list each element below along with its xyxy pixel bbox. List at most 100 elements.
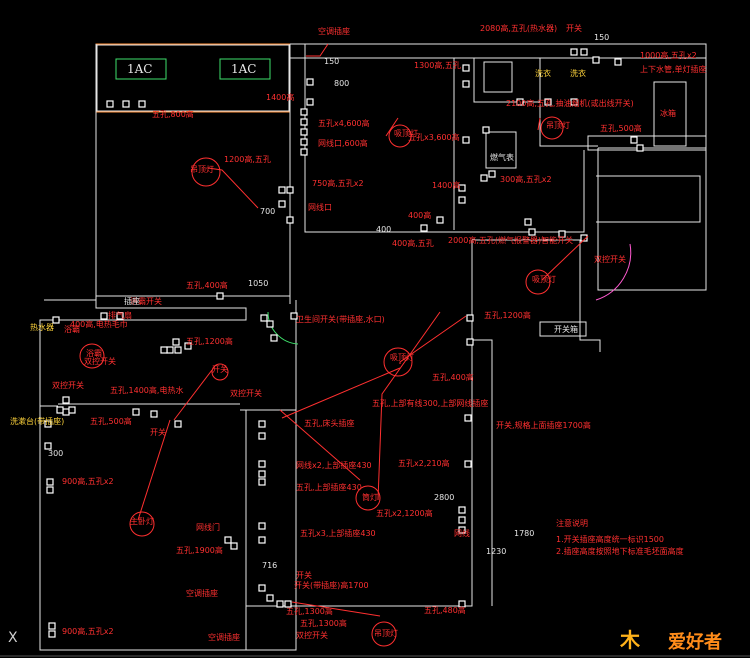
label-bed-10: 五孔,1300高	[286, 606, 333, 616]
watermark-logo-char: 木	[619, 628, 641, 652]
label-room-150b: 150	[594, 33, 609, 42]
label-wash-right: 洗衣	[570, 68, 586, 78]
socket-marker	[258, 478, 266, 486]
label-kitchen-fridge: 冰箱	[660, 108, 676, 118]
socket-marker	[62, 408, 70, 416]
socket-marker	[230, 542, 238, 550]
label-bed-11: 五孔,1300高	[300, 618, 347, 628]
label-red-light-4: 吸顶灯	[532, 274, 556, 284]
socket-marker	[278, 200, 286, 208]
label-kitchen-500: 五孔,500高	[600, 123, 642, 133]
label-storage-3600: 五孔x3,600高	[408, 132, 460, 142]
socket-marker	[258, 470, 266, 478]
socket-marker	[258, 584, 266, 592]
socket-marker	[224, 536, 232, 544]
socket-markers	[44, 48, 644, 638]
socket-marker	[458, 506, 466, 514]
socket-marker	[48, 630, 56, 638]
socket-marker	[306, 98, 314, 106]
socket-marker	[300, 118, 308, 126]
light-marker	[371, 621, 397, 647]
socket-marker	[458, 196, 466, 204]
light-markers	[79, 116, 564, 647]
label-bed-7: 五孔x3,上部插座430	[300, 528, 376, 538]
label-right-1700: 开关,规格上面插座1700高	[496, 420, 591, 430]
axis-x-label: X	[8, 630, 18, 646]
label-bath-11: 五孔,500高	[90, 416, 132, 426]
label-bath-10: 五孔,1400高,电热水	[110, 385, 183, 395]
label-storage-400b: 400	[376, 225, 391, 234]
label-right-1200: 五孔,1200高	[484, 310, 531, 320]
light-marker	[191, 157, 221, 187]
socket-marker	[132, 408, 140, 416]
label-bath-7: 400高,电热毛巾	[70, 319, 128, 329]
socket-marker	[122, 100, 130, 108]
label-red-light-2: 吸顶灯	[394, 128, 418, 138]
socket-marker	[462, 136, 470, 144]
label-ent-2: 插座	[124, 296, 140, 306]
light-marker	[211, 363, 229, 381]
label-top-outlet: 空调插座	[318, 26, 350, 36]
label-bed-12: 双控开关	[296, 630, 328, 640]
socket-marker	[458, 516, 466, 524]
label-bath-16: 开关	[150, 427, 166, 437]
socket-marker	[466, 314, 474, 322]
label-top-right-1b: 开关	[566, 23, 582, 33]
label-storage-300: 300高,五孔x2	[500, 174, 552, 184]
label-top-right-1: 2080高,五孔(热水器)	[480, 23, 557, 33]
socket-marker	[306, 78, 314, 86]
label-right-2800: 2800	[434, 493, 454, 502]
label-bath-13: 双控开关	[52, 380, 84, 390]
socket-marker	[174, 420, 182, 428]
label-right-sw: 开关箱	[554, 324, 578, 334]
ac-unit-1-label: 1AC	[127, 62, 152, 76]
socket-marker	[106, 100, 114, 108]
label-wash-left: 洗衣	[535, 68, 551, 78]
socket-marker	[458, 184, 466, 192]
socket-marker	[636, 144, 644, 152]
label-gas-meter: 燃气表	[490, 152, 514, 162]
light-marker	[383, 347, 413, 377]
floorplan-walls	[39, 43, 707, 651]
socket-marker	[482, 126, 490, 134]
label-right-400: 五孔,400高	[432, 372, 474, 382]
label-storage-400: 400高	[408, 210, 431, 220]
socket-marker	[276, 600, 284, 608]
label-room-network: 网线口,600高	[318, 138, 368, 148]
label-red-light-10: 吊顶灯	[374, 628, 398, 638]
ac-units: 1AC 1AC	[115, 58, 271, 80]
socket-marker	[150, 410, 158, 418]
label-left-800: 五孔,800高	[152, 109, 194, 119]
socket-marker	[56, 406, 64, 414]
socket-marker	[270, 334, 278, 342]
label-room-400: 五孔,400高	[186, 280, 228, 290]
label-bed-15: 开关	[296, 570, 312, 580]
label-room-networkb: 网线口	[308, 202, 332, 212]
label-red-light-6: 筒灯	[362, 492, 378, 502]
label-bed-3: 网线x2,上部插座430	[296, 460, 372, 470]
socket-marker	[258, 460, 266, 468]
socket-marker	[300, 148, 308, 156]
light-marker	[355, 485, 381, 511]
socket-marker	[116, 312, 124, 320]
label-left-1400: 1400高	[266, 92, 294, 102]
label-storage-2000: 2000高,五孔(燃气报警器)智能开关	[448, 235, 573, 245]
socket-marker	[458, 526, 466, 534]
socket-marker	[258, 432, 266, 440]
watermark: 木 爱好者	[619, 628, 722, 653]
leader-lines	[137, 43, 589, 617]
label-kitchen-1300: 1300高,五孔	[414, 60, 461, 70]
socket-marker	[464, 414, 472, 422]
socket-marker	[480, 174, 488, 182]
socket-marker	[44, 420, 52, 428]
socket-marker	[570, 98, 578, 106]
socket-marker	[62, 396, 70, 404]
socket-marker	[184, 342, 192, 350]
socket-marker	[580, 48, 588, 56]
socket-marker	[488, 170, 496, 178]
socket-marker	[300, 138, 308, 146]
label-right-note-1: 1.开关插座高度统一标识1500	[556, 534, 664, 544]
watermark-text: 爱好者	[668, 631, 722, 653]
